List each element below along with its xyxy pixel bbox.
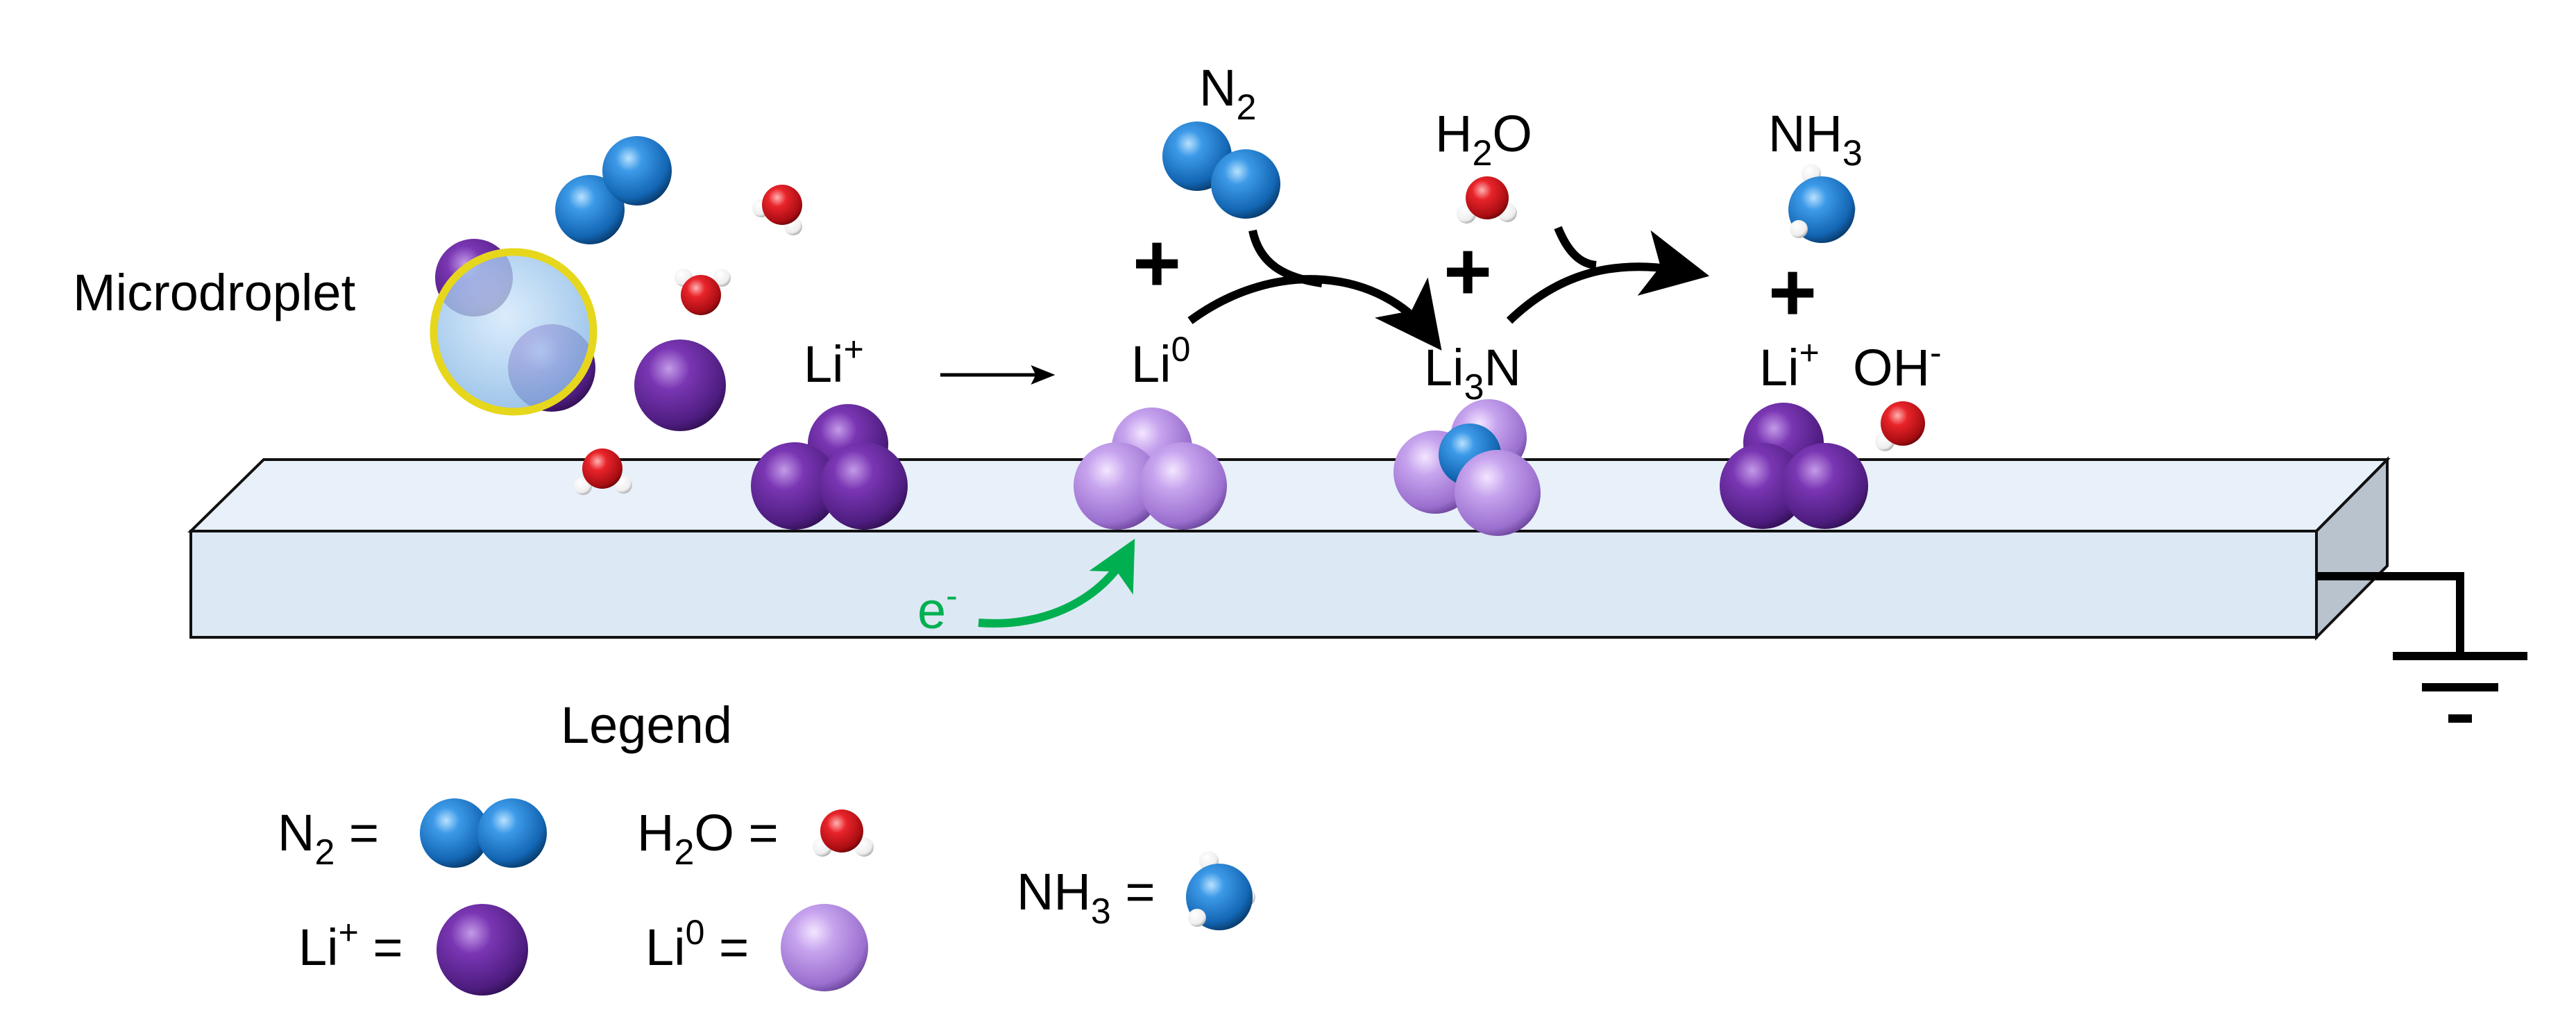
- legend-li-metal-atom: [781, 904, 868, 991]
- hydrolysis-arrow: [1506, 230, 1710, 324]
- legend-n2-molecule: [420, 798, 547, 868]
- microdroplet: [430, 239, 598, 416]
- legend-li-ion-atom: [437, 904, 528, 996]
- h2o-molecule: [675, 269, 731, 315]
- plus-sign: +: [1768, 246, 1817, 339]
- droplet-sphere: [430, 248, 598, 416]
- li-ion-product-label: Li+: [1759, 333, 1820, 396]
- legend-h2o-molecule: [813, 809, 874, 857]
- li0-label: Li0: [1131, 330, 1190, 393]
- microdroplet-label: Microdroplet: [73, 264, 356, 321]
- li3n-cluster: [1393, 399, 1541, 536]
- electron-arrow: [978, 538, 1135, 628]
- hydroxide-ion: [1875, 401, 1925, 451]
- h2o-join-arrow: [1554, 226, 1597, 269]
- legend-li0-label: Li0 =: [645, 913, 749, 976]
- legend-nh3-molecule: [1186, 851, 1255, 930]
- n2-label: N2: [1199, 59, 1256, 128]
- li-ion-atom: [634, 339, 726, 431]
- legend-h2o-label: H2O =: [637, 804, 779, 873]
- electrode-top-face: [187, 458, 2391, 532]
- electrode-front-face: [189, 530, 2318, 639]
- li-ion-cluster: [751, 404, 908, 530]
- electron-label: e-: [917, 576, 958, 639]
- legend-nh3-label: NH3 =: [1017, 863, 1155, 932]
- ground-symbol: [2316, 572, 2527, 723]
- li-ion-cluster: [1720, 403, 1868, 529]
- n2-molecule: [555, 136, 672, 244]
- li3n-label: Li3N: [1424, 339, 1521, 408]
- legend-title: Legend: [561, 696, 732, 754]
- hydroxide-label: OH-: [1853, 333, 1942, 396]
- legend-n2-label: N2 =: [278, 804, 379, 873]
- li-ion-label: Li+: [804, 330, 864, 393]
- n2-molecule: [1162, 121, 1280, 219]
- electrode: [187, 456, 2391, 641]
- nh3-molecule: [1788, 164, 1856, 243]
- plus-sign: +: [1133, 217, 1181, 310]
- h2o-label: H2O: [1435, 105, 1532, 174]
- n2-join-arrow: [1248, 229, 1323, 287]
- legend: Legend N2 = H2O = Li+ = Li0 = NH3 =: [278, 696, 1255, 996]
- h2o-molecule: [752, 185, 802, 235]
- h2o-molecule: [574, 448, 632, 495]
- legend-li-ion-label: Li+ =: [298, 913, 403, 976]
- plus-sign: +: [1443, 225, 1492, 318]
- nh3-label: NH3: [1768, 105, 1863, 174]
- li-metal-cluster: [1074, 408, 1227, 530]
- h2o-molecule: [1457, 176, 1517, 224]
- nitridation-arrow: [1187, 275, 1442, 351]
